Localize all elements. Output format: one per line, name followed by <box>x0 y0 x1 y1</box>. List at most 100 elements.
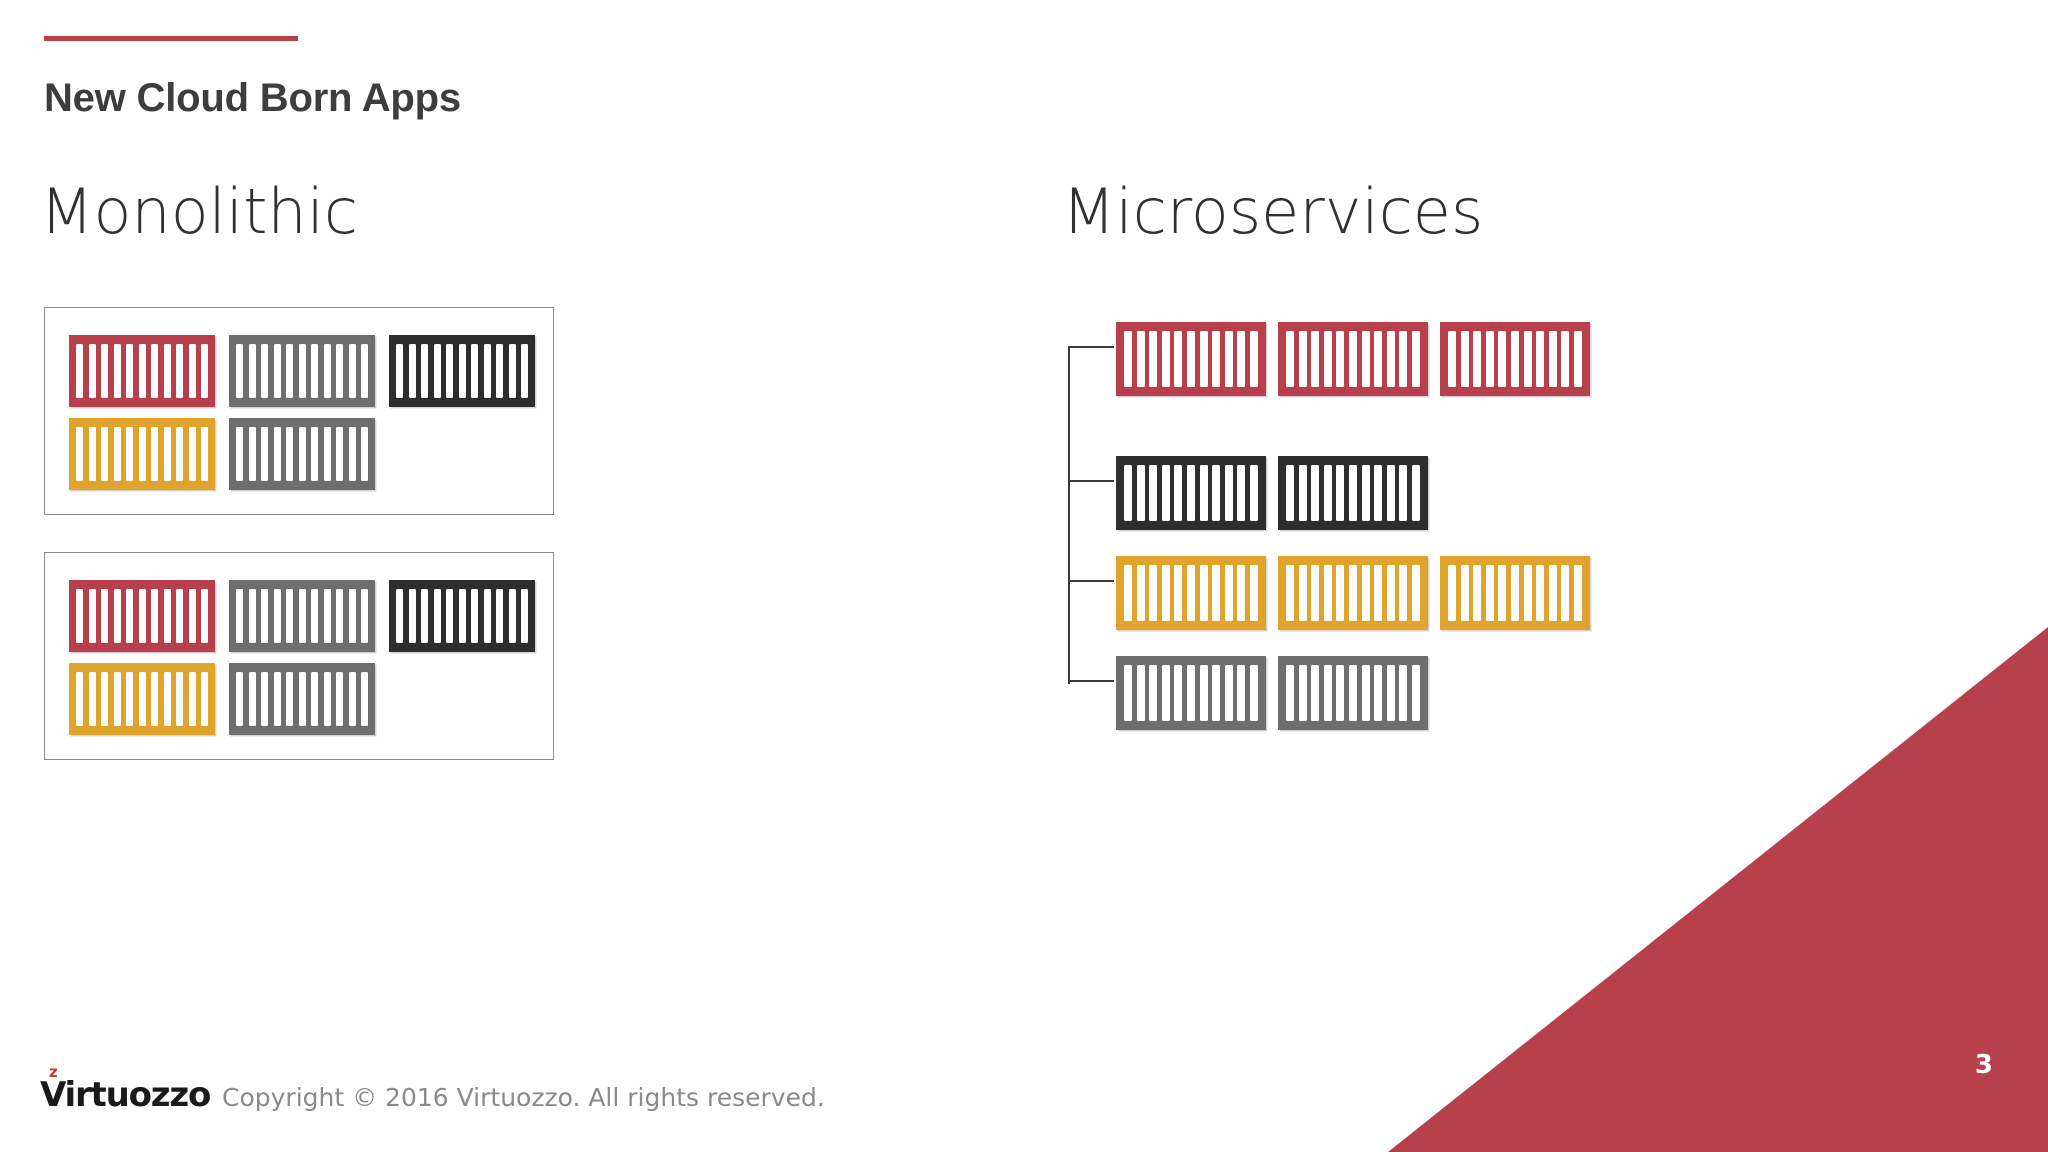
container-stripe <box>201 427 208 481</box>
container-stripe <box>1212 565 1221 621</box>
container-stripe <box>286 427 293 481</box>
monolithic-container-row <box>69 418 375 490</box>
container-stripe <box>396 344 403 398</box>
container-stripe <box>1336 565 1345 621</box>
container-stripe <box>1411 331 1420 387</box>
monolithic-container-row <box>69 335 535 407</box>
container-stripe <box>1249 665 1258 721</box>
monolithic-app-box-1 <box>44 307 554 515</box>
container-stripe <box>88 427 96 481</box>
container-stripe <box>508 344 516 398</box>
container-stripe <box>188 427 196 481</box>
container-stripe <box>1374 465 1383 521</box>
page-title: New Cloud Born Apps <box>44 76 461 120</box>
container-stripe <box>446 589 453 643</box>
container-stripe <box>248 672 256 726</box>
container-stripe <box>286 672 293 726</box>
container-stripe <box>138 672 146 726</box>
container-stripe <box>1149 331 1158 387</box>
container-stripe <box>76 589 83 643</box>
container-stripe <box>361 672 368 726</box>
container-stripe <box>348 427 356 481</box>
container-stripe <box>1224 665 1233 721</box>
container-stripe <box>236 672 243 726</box>
container-stripe <box>483 589 491 643</box>
container-stripe <box>408 344 416 398</box>
container-stripe <box>1237 565 1246 621</box>
container-stripe <box>1448 331 1456 387</box>
container-stripe <box>1174 665 1183 721</box>
container-stripe <box>1323 565 1332 621</box>
container-stripe <box>1386 465 1395 521</box>
container-stripe <box>311 589 318 643</box>
container-stripe <box>273 589 281 643</box>
container-stripe <box>176 427 183 481</box>
container-stripe <box>1136 665 1145 721</box>
container-stripe <box>458 589 466 643</box>
container-stripe <box>163 589 171 643</box>
container-stripe <box>201 589 208 643</box>
logo-superscript-z: z <box>49 1063 58 1081</box>
container-stripe <box>323 427 331 481</box>
container-stripe <box>163 344 171 398</box>
container-stripe <box>1237 665 1246 721</box>
container-stripe <box>188 344 196 398</box>
container-stripe <box>76 344 83 398</box>
container-stripe <box>1399 465 1408 521</box>
container-stripe <box>1174 465 1183 521</box>
container-icon-grey <box>229 418 375 490</box>
container-stripe <box>1124 665 1132 721</box>
container-stripe <box>248 589 256 643</box>
brand-logo: z Virtuozzo <box>40 1065 211 1113</box>
container-stripe <box>1174 565 1183 621</box>
container-stripe <box>1399 665 1408 721</box>
container-stripe <box>1237 331 1246 387</box>
container-stripe <box>1298 331 1307 387</box>
container-stripe <box>138 344 146 398</box>
copyright-text: Copyright © 2016 Virtuozzo. All rights r… <box>222 1083 825 1112</box>
container-stripe <box>236 344 243 398</box>
container-stripe <box>201 344 208 398</box>
container-stripe <box>336 589 343 643</box>
container-stripe <box>336 427 343 481</box>
container-stripe <box>1498 331 1507 387</box>
slide-number: 3 <box>1974 1050 1993 1080</box>
container-stripe <box>1411 465 1420 521</box>
container-stripe <box>1298 665 1307 721</box>
container-stripe <box>1212 665 1221 721</box>
container-stripe <box>1361 665 1370 721</box>
container-stripe <box>1149 665 1158 721</box>
container-stripe <box>1249 465 1258 521</box>
container-stripe <box>88 344 96 398</box>
container-stripe <box>1149 565 1158 621</box>
container-stripe <box>261 427 268 481</box>
container-stripe <box>421 344 428 398</box>
container-stripe <box>151 427 158 481</box>
container-stripe <box>433 589 441 643</box>
container-stripe <box>1523 565 1532 621</box>
container-stripe <box>286 344 293 398</box>
container-stripe <box>1286 465 1294 521</box>
container-stripe <box>88 589 96 643</box>
container-stripe <box>1311 565 1320 621</box>
container-stripe <box>336 672 343 726</box>
container-stripe <box>298 672 306 726</box>
container-icon-red <box>1116 322 1266 396</box>
container-stripe <box>273 672 281 726</box>
container-stripe <box>1348 465 1357 521</box>
microservice-row-dark <box>1116 456 1428 530</box>
container-stripe <box>176 589 183 643</box>
container-stripe <box>261 672 268 726</box>
tree-branch <box>1068 680 1114 682</box>
container-stripe <box>1161 331 1170 387</box>
container-stripe <box>1199 331 1208 387</box>
container-stripe <box>1386 331 1395 387</box>
container-stripe <box>113 427 121 481</box>
monolithic-app-box-2 <box>44 552 554 760</box>
container-stripe <box>1348 565 1357 621</box>
container-stripe <box>446 344 453 398</box>
container-stripe <box>508 589 516 643</box>
container-stripe <box>1286 665 1294 721</box>
container-stripe <box>521 344 528 398</box>
